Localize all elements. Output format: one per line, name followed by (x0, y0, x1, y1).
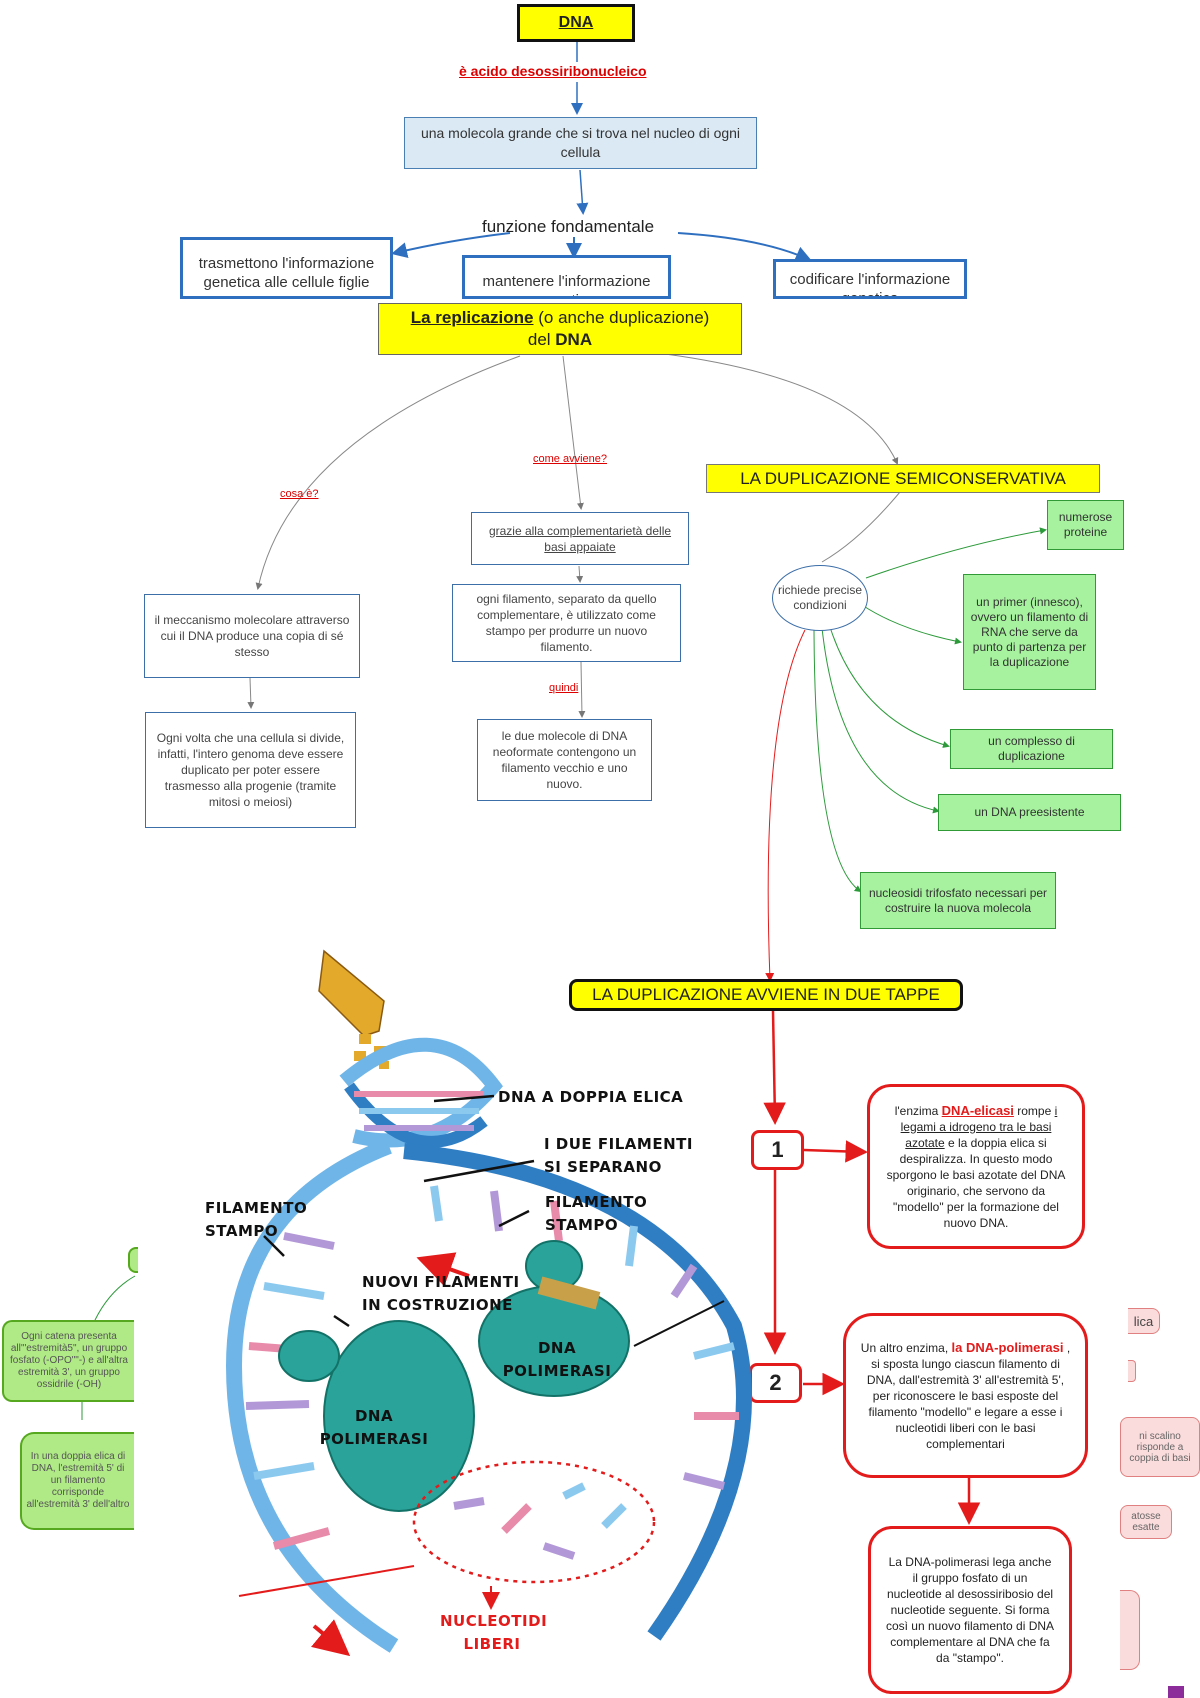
requirement-primer: un primer (innesco), ovvero un filamento… (963, 574, 1096, 690)
two-molecules-box: le due molecole di DNA neoformate conten… (477, 719, 652, 801)
left-partial-box-1: Ogni catena presenta all'"estremità5", u… (2, 1320, 134, 1402)
definition-link[interactable]: è acido desossiribonucleico (459, 63, 647, 79)
right-partial-2 (1128, 1360, 1136, 1382)
label-template-left-2: STAMPO (205, 1222, 279, 1240)
replication-title: La replicazione (o anche duplicazione) d… (378, 303, 742, 355)
step-1-box: l'enzima DNA-elicasi rompe i legami a id… (867, 1084, 1085, 1249)
right-partial-3: ni scalino risponde a coppia di basi (1120, 1417, 1200, 1477)
each-strand-box: ogni filamento, separato da quello compl… (452, 584, 681, 662)
dna-polymerase-left-icon (278, 1320, 475, 1512)
label-strands-separate-1: I DUE FILAMENTI (544, 1135, 693, 1153)
left-partial-links (81, 1275, 136, 1420)
every-time-box: Ogni volta che una cellula si divide, in… (145, 712, 356, 828)
requirement-existing-dna: un DNA preesistente (938, 794, 1121, 831)
corner-mark (1168, 1686, 1184, 1698)
dna-polymerase-right-icon (478, 1240, 630, 1397)
free-nucleotides-icon (453, 1482, 627, 1560)
function-label: funzione fondamentale (482, 217, 655, 236)
molecule-box: una molecola grande che si trova nel nuc… (404, 117, 757, 169)
nucleotides-ring (412, 1460, 656, 1584)
label-template-left-1: FILAMENTO (205, 1199, 308, 1217)
label-polymerase-right-2: POLIMERASI (502, 1362, 612, 1380)
label-polymerase-left-1: DNA (354, 1407, 394, 1425)
requirement-nucleosides: nucleosidi trifosfato necessari per cost… (860, 872, 1056, 929)
step-3-box: La DNA-polimerasi lega anche il gruppo f… (868, 1526, 1072, 1694)
right-partial-5 (1120, 1590, 1140, 1670)
function-right-box: codificare l'informazione genetica (773, 259, 967, 299)
requirement-proteins: numerose proteine (1047, 500, 1124, 550)
left-partial-node (128, 1247, 138, 1273)
come-link[interactable]: come avviene? (533, 453, 607, 465)
label-new-strands-2: IN COSTRUZIONE (362, 1296, 513, 1314)
cosa-link[interactable]: cosa è? (280, 488, 319, 500)
requires-ellipse: richiede precise condizioni (772, 565, 868, 631)
step-2-box: Un altro enzima, la DNA-polimerasi , si … (843, 1313, 1088, 1478)
step-2-badge: 2 (749, 1363, 802, 1403)
label-free-nucleotides-1: NUCLEOTIDI (440, 1612, 548, 1630)
label-template-right-1: FILAMENTO (545, 1193, 648, 1211)
label-free-nucleotides-2: LIBERI (463, 1635, 521, 1653)
dna-title: DNA (517, 4, 635, 42)
quindi-link[interactable]: quindi (549, 682, 579, 694)
semiconservative-title: LA DUPLICAZIONE SEMICONSERVATIVA (706, 464, 1100, 493)
requirement-complex: un complesso di duplicazione (950, 729, 1113, 769)
function-center-box: mantenere l'informazione genetica (462, 255, 671, 299)
right-partial-1: lica (1128, 1308, 1160, 1334)
step-1-badge: 1 (751, 1130, 804, 1170)
label-strands-separate-2: SI SEPARANO (544, 1158, 662, 1176)
label-template-right-2: STAMPO (545, 1216, 619, 1234)
label-new-strands-1: NUOVI FILAMENTI (362, 1273, 520, 1291)
label-polymerase-right-1: DNA (537, 1339, 577, 1357)
label-polymerase-left-2: POLIMERASI (319, 1430, 429, 1448)
function-left-box: trasmettono l'informazione genetica alle… (180, 237, 393, 299)
right-partial-4: atosse esatte (1120, 1505, 1172, 1539)
mechanism-box: il meccanismo molecolare attraverso cui … (144, 594, 360, 678)
left-partial-box-2: In una doppia elica di DNA, l'estremità … (20, 1432, 134, 1530)
two-steps-title: LA DUPLICAZIONE AVVIENE IN DUE TAPPE (569, 979, 963, 1011)
label-double-helix: DNA A DOPPIA ELICA (498, 1088, 684, 1106)
base-pairs (245, 1185, 739, 1550)
complementarity-box: grazie alla complementarietà delle basi … (471, 512, 689, 565)
dna-replication-illustration (225, 949, 752, 1657)
double-helix-icon (339, 1037, 503, 1148)
